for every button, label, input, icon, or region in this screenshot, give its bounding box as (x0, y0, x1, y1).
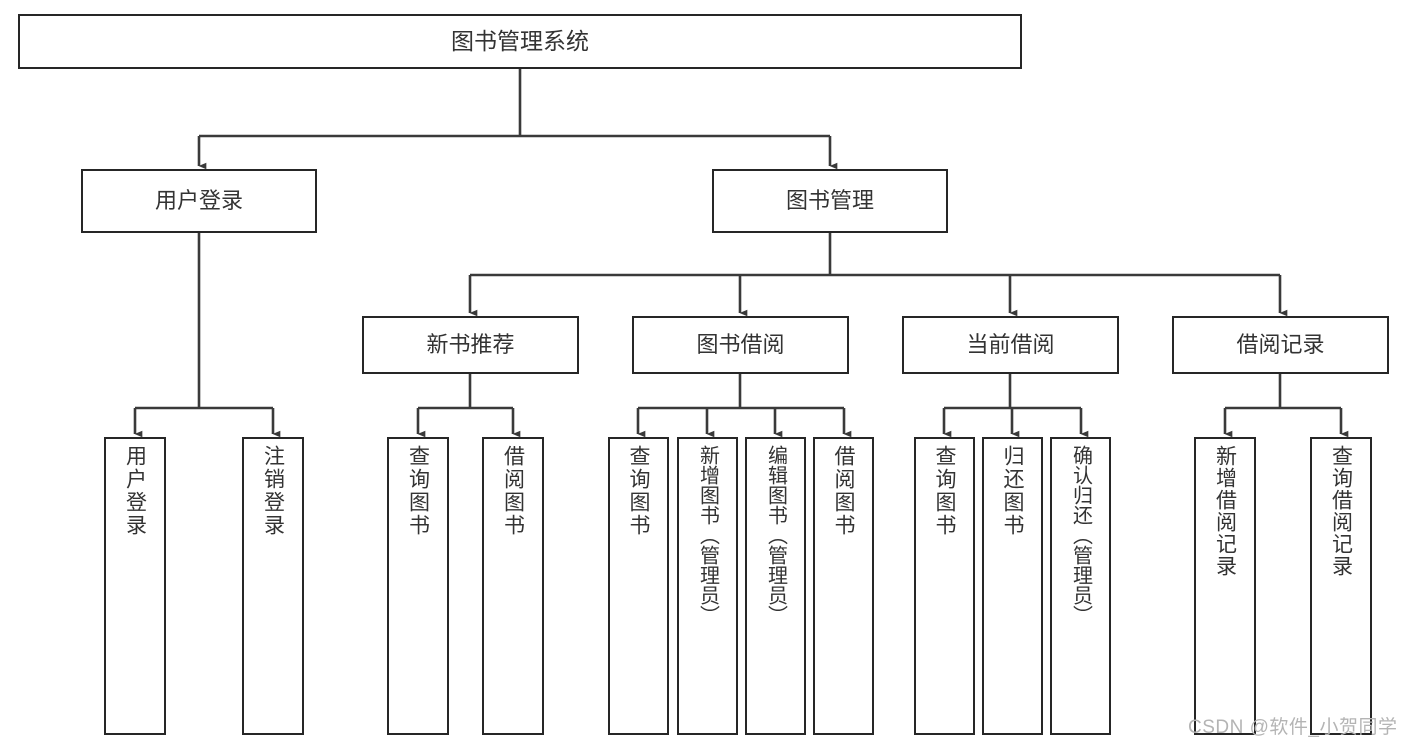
leaf-query-borrow-record[interactable]: 查询借阅记录 (1310, 437, 1372, 735)
node-book-borrow[interactable]: 图书借阅 (632, 316, 849, 374)
leaf-label: 用户登录 (123, 445, 147, 537)
leaf-label: 编辑图书（管理员） (764, 445, 787, 625)
leaf-query-book-recommend[interactable]: 查询图书 (387, 437, 449, 735)
node-book-management[interactable]: 图书管理 (712, 169, 948, 233)
node-borrow-record[interactable]: 借阅记录 (1172, 316, 1389, 374)
leaf-label: 查询图书 (627, 445, 650, 537)
leaf-borrow-book-recommend[interactable]: 借阅图书 (482, 437, 544, 735)
leaf-label: 查询图书 (406, 445, 430, 537)
leaf-label: 查询图书 (933, 445, 956, 537)
node-current-borrow[interactable]: 当前借阅 (902, 316, 1119, 374)
node-new-book-recommend[interactable]: 新书推荐 (362, 316, 579, 374)
node-root-system[interactable]: 图书管理系统 (18, 14, 1022, 69)
leaf-add-book-admin[interactable]: 新增图书（管理员） (677, 437, 738, 735)
leaf-edit-book-admin[interactable]: 编辑图书（管理员） (745, 437, 806, 735)
leaf-label: 新增图书（管理员） (696, 445, 719, 625)
leaf-query-book-borrow[interactable]: 查询图书 (608, 437, 669, 735)
leaf-label: 注销登录 (261, 445, 285, 537)
leaf-user-login[interactable]: 用户登录 (104, 437, 166, 735)
leaf-return-book[interactable]: 归还图书 (982, 437, 1043, 735)
leaf-add-borrow-record[interactable]: 新增借阅记录 (1194, 437, 1256, 735)
leaf-label: 借阅图书 (832, 445, 855, 537)
leaf-query-book-current[interactable]: 查询图书 (914, 437, 975, 735)
leaf-label: 确认归还（管理员） (1069, 445, 1092, 625)
leaf-label: 新增借阅记录 (1213, 445, 1237, 577)
leaf-label: 查询借阅记录 (1329, 445, 1353, 577)
leaf-logout[interactable]: 注销登录 (242, 437, 304, 735)
leaf-label: 借阅图书 (501, 445, 525, 537)
leaf-confirm-return-admin[interactable]: 确认归还（管理员） (1050, 437, 1111, 735)
leaf-borrow-book[interactable]: 借阅图书 (813, 437, 874, 735)
leaf-label: 归还图书 (1001, 445, 1024, 537)
node-user-login[interactable]: 用户登录 (81, 169, 317, 233)
csdn-watermark: CSDN @软件_小贺同学 (1188, 717, 1398, 738)
